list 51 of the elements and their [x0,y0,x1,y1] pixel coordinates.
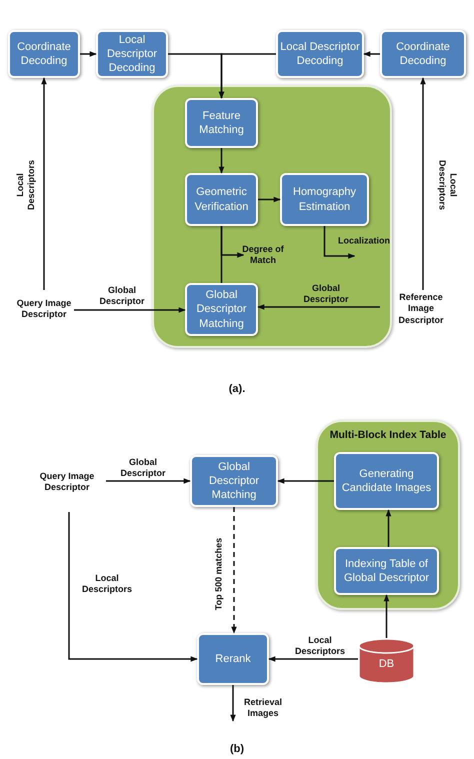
arrow [363,51,380,57]
database-cylinder: DB [358,638,415,684]
process-box: Local Descriptor Decoding [96,30,168,78]
edge-label: Localization [338,235,390,247]
edge-label: Top 500 matches [213,538,224,610]
arrow [220,226,244,258]
arrow [80,51,97,57]
arrow [218,148,224,174]
process-box: Global Descriptor Matching [185,283,258,336]
arrow [268,656,358,662]
process-box: Geometric Verification [185,173,258,226]
process-box: Indexing Table of Global Descriptor [334,547,439,595]
group-panel [316,420,460,610]
arrow [106,478,191,484]
process-box: Rerank [197,633,269,685]
arrow [218,53,276,99]
process-box: Coordinate Decoding [380,30,466,78]
process-box: Global Descriptor Matching [190,455,278,507]
arrow [257,304,380,310]
panel-caption: (a). [228,383,246,395]
process-box: Feature Matching [185,98,258,148]
edge-label: Global Descriptor [302,282,350,306]
process-box: Generating Candidate Images [334,452,439,510]
edge-label: Global Descriptor [98,284,146,308]
panel-caption: (b) [230,743,244,755]
arrow [74,307,186,313]
edge-label: Retrieval Images [242,696,284,720]
edge-label: Local Descriptors [14,158,37,212]
edge-label: Local Descriptors [80,572,134,596]
edge-label: Local Descriptors [294,634,346,658]
arrow [386,509,392,547]
group-panel [152,85,392,348]
edge-label: Global Descriptor [119,456,166,480]
arrow [230,685,236,722]
arrow [41,77,47,290]
arrow [324,226,356,259]
arrow [420,77,426,290]
dashed-arrow [231,507,237,634]
process-box: Local Descriptor Decoding [276,30,364,78]
process-box: Homography Estimation [280,173,369,226]
process-box: Coordinate Decoding [8,30,80,78]
edge-label: Degree of Match [241,244,285,266]
arrow [384,594,390,638]
arrow [68,512,198,662]
panel-title: Multi-Block Index Table [330,429,446,441]
descriptor-text: Query Image Descriptor [14,290,74,328]
arrow [277,478,334,484]
arrow [258,196,281,202]
descriptor-text: Reference Image Descriptor [392,290,450,328]
descriptor-text: Query Image Descriptor [36,462,98,502]
edge-label: Local Descriptors [436,158,458,212]
